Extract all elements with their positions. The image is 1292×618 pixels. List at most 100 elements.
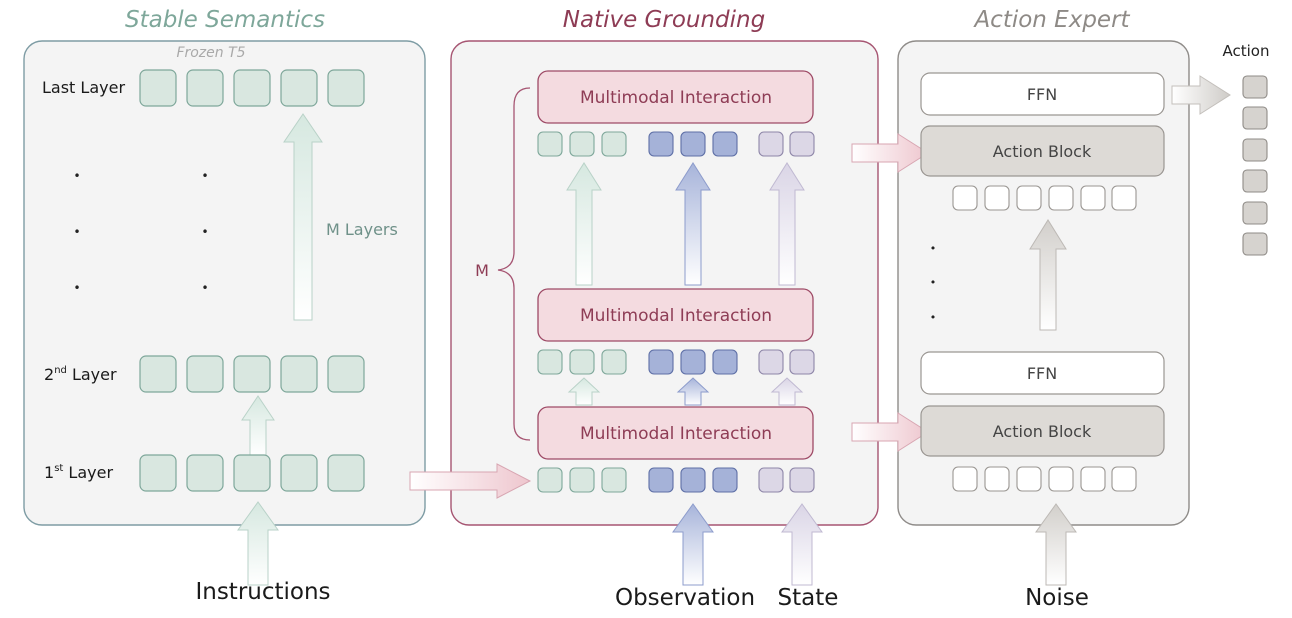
state-stream-arrow	[769, 162, 805, 286]
action-token	[1242, 106, 1268, 130]
grounding-to-action-arrow-bottom	[851, 412, 929, 452]
last-layer-tokens	[139, 69, 365, 107]
token	[186, 69, 224, 107]
text-token	[537, 349, 563, 375]
native-grounding-title: Native Grounding	[563, 7, 765, 33]
vision-token	[712, 349, 738, 375]
vision-token	[712, 131, 738, 157]
token	[139, 454, 177, 492]
action-tokens-bottom	[952, 466, 1137, 492]
state-token	[789, 131, 815, 157]
action-output-tokens	[1242, 75, 1268, 256]
text-token	[537, 131, 563, 157]
token	[327, 454, 365, 492]
second-layer-label: 2nd Layer	[44, 365, 117, 384]
text-token	[601, 349, 627, 375]
second-layer-tokens	[139, 355, 365, 393]
ellipsis-dot: •	[930, 276, 937, 289]
grounding-tokens-row-mid	[537, 349, 815, 375]
ffn-bottom-box	[920, 351, 1165, 395]
action-token	[1242, 201, 1268, 225]
state-token	[789, 349, 815, 375]
text-token	[537, 467, 563, 493]
first-layer-label: 1st Layer	[44, 463, 113, 482]
text-token	[569, 131, 595, 157]
state-token	[758, 131, 784, 157]
vision-stream-arrow-small	[676, 377, 710, 406]
ffn-top-label: FFN	[1027, 85, 1057, 104]
token	[280, 454, 318, 492]
noise-token	[1111, 466, 1137, 492]
observation-label: Observation	[615, 585, 755, 611]
noise-token	[1048, 466, 1074, 492]
ffn-top-box	[920, 72, 1165, 116]
action-expert-title: Action Expert	[972, 7, 1130, 33]
semantic-to-grounding-arrow	[409, 463, 532, 499]
multimodal-interaction-mid	[537, 288, 814, 342]
text-token	[601, 131, 627, 157]
noise-token	[1016, 185, 1042, 211]
state-token	[789, 467, 815, 493]
text-stream-arrow	[566, 162, 602, 286]
last-layer-label: Last Layer	[42, 78, 125, 97]
layer1-to-layer2-arrow	[241, 395, 275, 456]
action-tokens-top	[952, 185, 1137, 211]
action-output-arrow	[1171, 75, 1231, 115]
token	[327, 69, 365, 107]
noise-token	[952, 466, 978, 492]
state-label: State	[778, 585, 839, 611]
action-block-bottom-label: Action Block	[993, 422, 1092, 441]
action-block-bottom	[920, 405, 1165, 457]
text-stream-arrow-small	[567, 377, 601, 406]
vision-token	[648, 467, 674, 493]
ellipsis-dot: •	[201, 225, 208, 239]
action-block-top-label: Action Block	[993, 142, 1092, 161]
multimodal-interaction-bottom	[537, 406, 814, 460]
multimodal-interaction-bottom-label: Multimodal Interaction	[580, 424, 772, 444]
text-token	[569, 349, 595, 375]
instructions-label: Instructions	[195, 579, 330, 605]
token	[233, 454, 271, 492]
noise-input-arrow	[1035, 503, 1077, 586]
multimodal-interaction-top-label: Multimodal Interaction	[580, 88, 772, 108]
observation-input-arrow	[672, 503, 714, 586]
token	[280, 355, 318, 393]
ellipsis-dot: •	[73, 225, 80, 239]
first-layer-tokens	[139, 454, 365, 492]
noise-token	[984, 185, 1010, 211]
ffn-bottom-label: FFN	[1027, 364, 1057, 383]
native-grounding-panel	[450, 40, 879, 526]
state-token	[758, 349, 784, 375]
text-token	[601, 467, 627, 493]
state-token	[758, 467, 784, 493]
noise-token	[1016, 466, 1042, 492]
token	[233, 69, 271, 107]
ellipsis-dot: •	[73, 169, 80, 183]
token	[186, 355, 224, 393]
frozen-t5-label: Frozen T5	[176, 45, 245, 61]
m-layers-label: M Layers	[326, 220, 398, 239]
noise-token	[952, 185, 978, 211]
grounding-tokens-row-bottom	[537, 467, 815, 493]
action-stack-arrow	[1029, 219, 1067, 331]
token	[139, 355, 177, 393]
vision-token	[648, 131, 674, 157]
vision-token	[680, 349, 706, 375]
m-repeat-brace	[497, 87, 531, 441]
grounding-tokens-row-top	[537, 131, 815, 157]
action-ellipsis: • • •	[930, 242, 937, 324]
token	[186, 454, 224, 492]
m-repeat-label: M	[475, 261, 489, 280]
ellipsis-dot: •	[930, 242, 937, 255]
noise-token	[1080, 185, 1106, 211]
vision-token	[680, 467, 706, 493]
stable-semantics-title: Stable Semantics	[125, 7, 325, 33]
text-token	[569, 467, 595, 493]
token	[280, 69, 318, 107]
vision-token	[648, 349, 674, 375]
noise-token	[1080, 466, 1106, 492]
instructions-input-arrow	[237, 501, 279, 586]
token	[233, 355, 271, 393]
ellipsis-dot: •	[930, 311, 937, 324]
state-stream-arrow-small	[770, 377, 804, 406]
